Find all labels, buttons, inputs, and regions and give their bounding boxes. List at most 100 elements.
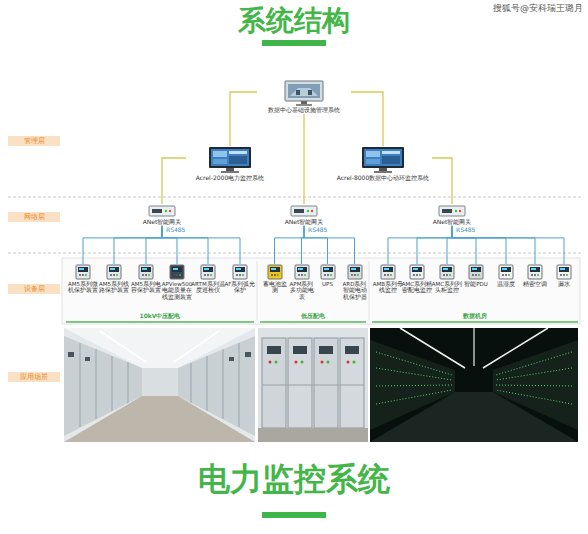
device-panel: [62, 258, 580, 324]
device-icon: [556, 264, 572, 280]
device-icon: [383, 267, 393, 272]
monitor-icon: [379, 168, 387, 171]
gateway-icon: [415, 204, 489, 218]
server-icon: [284, 80, 324, 106]
device-unit: AMC系列精密配电监控: [401, 264, 433, 294]
rs485-line: [275, 226, 305, 264]
switchgear-photo: [245, 352, 251, 357]
rs485-line: [417, 226, 452, 264]
gateway-icon: [291, 206, 317, 216]
device-icon: [66, 264, 100, 280]
switchgear-photo: [229, 357, 234, 361]
gateway-icon: [290, 204, 318, 218]
device-icon: [471, 267, 481, 272]
server-icon: [296, 90, 300, 95]
device-unit: AM5系列线路保护装置: [97, 264, 131, 294]
device-icon: [384, 274, 386, 276]
device-icon: [75, 264, 91, 280]
device-icon: [277, 274, 279, 276]
device-icon: [351, 268, 356, 270]
device-icon: [274, 274, 276, 276]
device-icon: [203, 267, 213, 272]
device-icon: [475, 274, 477, 276]
device-unit: 蓄电池监测: [260, 264, 289, 294]
device-icon: [172, 267, 182, 272]
low-voltage-photo: [275, 361, 278, 364]
data-room-photo: [400, 328, 465, 368]
node-label: Acrel-2000电力监控系统: [186, 175, 274, 182]
node-label: Acrel-8000数据中心动环监控系统: [334, 175, 432, 182]
device-icon: [502, 274, 504, 276]
layer-tag: 应用场景: [8, 372, 60, 382]
data-room-photo: [376, 368, 452, 380]
device-icon: [409, 264, 425, 280]
data-room-photo: [473, 328, 474, 366]
layer-name: 应用场景: [8, 373, 60, 381]
node-label: AM5系列线路保护装置: [97, 281, 131, 294]
device-unit: 智能PDU: [460, 264, 492, 287]
monitor-icon: [382, 156, 400, 164]
device-icon: [242, 274, 244, 276]
device-icon: [354, 274, 356, 276]
device-icon: [351, 274, 353, 276]
monitor-icon: [229, 151, 247, 154]
data-room-photo: [370, 328, 578, 442]
device-icon: [410, 265, 424, 279]
device-icon: [557, 265, 571, 279]
device-icon: [324, 274, 326, 276]
device-unit: APM系列多功能电表: [287, 264, 316, 300]
switchgear-photo: [128, 362, 129, 403]
server-icon: [308, 90, 312, 95]
group-caption: 低压配电: [300, 313, 326, 320]
gateway-icon: [438, 204, 466, 218]
low-voltage-photo: [293, 346, 307, 354]
device-icon: [498, 264, 514, 280]
rs485-line: [146, 226, 162, 264]
device-icon: [141, 267, 151, 272]
bus-label: RS485: [165, 227, 186, 234]
device-icon: [304, 274, 306, 276]
monitor-icon: [334, 146, 432, 174]
device-icon: [160, 264, 194, 280]
device-icon: [327, 274, 329, 276]
device-icon: [142, 274, 144, 276]
device-unit: AMC系列列头柜监控: [431, 264, 463, 294]
low-voltage-photo: [314, 338, 338, 428]
layer-name: 管理层: [8, 137, 60, 145]
device-unit: 精密空调: [519, 264, 551, 287]
device-icon: [271, 268, 276, 270]
device-icon: [109, 267, 119, 272]
device-icon: [499, 265, 513, 279]
device-icon: [347, 264, 363, 280]
device-icon: [210, 274, 212, 276]
gateway-icon: [442, 209, 452, 213]
data-room-photo: [376, 352, 452, 375]
title-bar: [262, 40, 326, 46]
device-icon: [233, 265, 247, 279]
node-label: ARD系列智能电动机保护器: [340, 281, 369, 300]
node-label: ANet智能网关: [415, 219, 489, 226]
low-voltage-photo: [262, 385, 364, 386]
rs485-line: [452, 226, 476, 264]
node-label: ANet智能网关: [267, 219, 341, 226]
node-label: 精密空调: [519, 281, 551, 287]
device-icon: [390, 274, 392, 276]
low-voltage-photo: [258, 428, 368, 442]
low-voltage-photo: [269, 361, 272, 364]
device-icon: [468, 264, 484, 280]
monitor-icon: [209, 147, 251, 168]
node-label: 数据中心基础设施管理系统: [257, 107, 351, 114]
server-icon: [257, 80, 351, 106]
switchgear-photo: [112, 356, 113, 411]
data-room-photo: [370, 328, 578, 442]
device-icon: [191, 264, 225, 280]
rs485-line: [304, 226, 355, 264]
monitor-icon: [229, 156, 247, 164]
node-label: ARTM系列温度巡检仪: [191, 281, 225, 294]
switchgear-photo: [223, 349, 224, 419]
low-voltage-photo: [345, 346, 359, 354]
group-underline: [260, 321, 366, 323]
device-icon: [321, 265, 335, 279]
low-voltage-photo: [301, 361, 304, 364]
rs485-line: [162, 226, 240, 264]
